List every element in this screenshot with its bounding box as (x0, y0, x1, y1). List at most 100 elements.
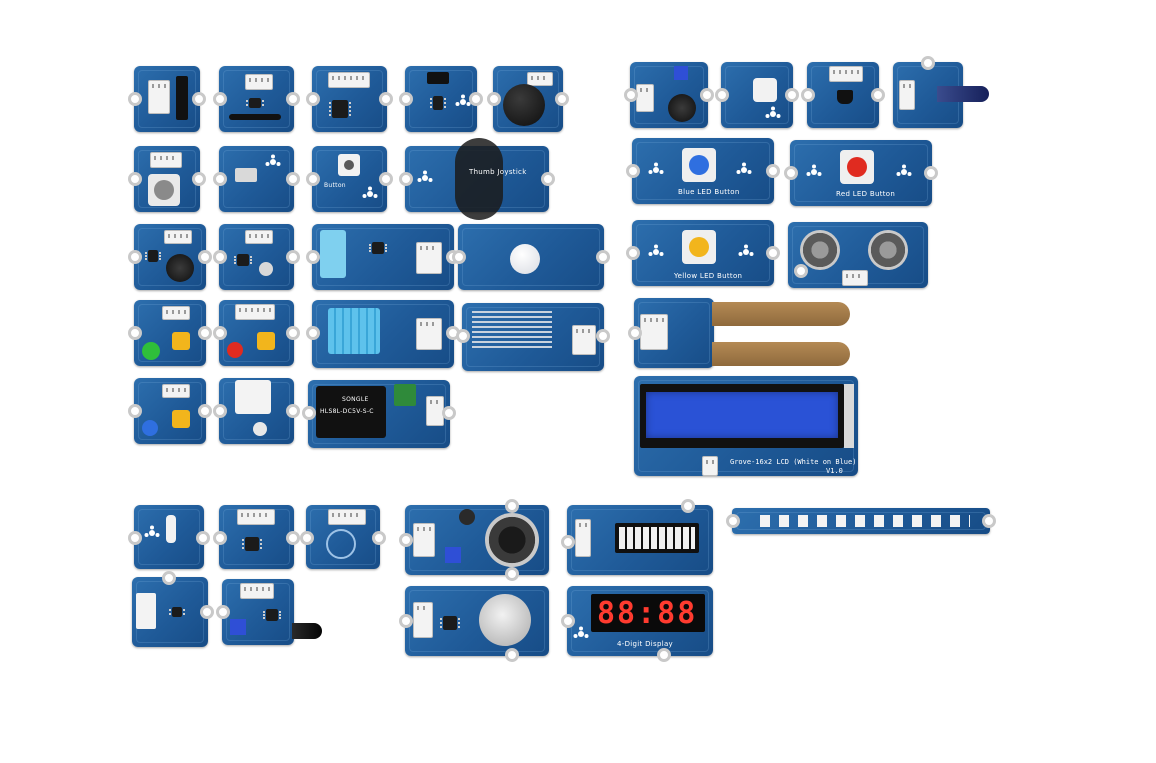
mount-hole (700, 88, 714, 102)
grove-module-tilt-switch (128, 66, 206, 132)
grove-module-ic-sensor (213, 505, 300, 569)
grove-connector (328, 509, 366, 525)
grove-module-pir-motion (452, 224, 610, 290)
grove-connector (235, 304, 275, 320)
moisture-probe (712, 302, 850, 326)
joystick-base (455, 138, 503, 220)
ir-receiver (837, 90, 853, 104)
grove-module-blue-led-button: Blue LED Button (626, 138, 780, 204)
mount-hole (399, 172, 413, 186)
grove-connector (162, 384, 190, 398)
mount-hole (487, 92, 501, 106)
grove-logo-icon (455, 94, 471, 106)
grove-module-switch (213, 146, 300, 212)
blue-led-button-cap (689, 155, 709, 175)
lcd-version: V1.0 (826, 467, 843, 475)
grove-module-ic-board (306, 66, 393, 132)
grove-module-4-digit-display: 88:88 4-Digit Display (561, 586, 713, 662)
grove-connector (842, 270, 868, 286)
grove-connector (829, 66, 863, 82)
mount-hole (766, 246, 780, 260)
grove-connector (575, 519, 591, 557)
ultrasonic-transducer (868, 230, 908, 270)
potentiometer (172, 410, 190, 428)
mount-hole (399, 533, 413, 547)
mount-hole (801, 88, 815, 102)
mount-hole (399, 614, 413, 628)
flame-sensor-lens (292, 623, 322, 639)
mount-hole (555, 92, 569, 106)
mount-hole (681, 499, 695, 513)
mount-hole (286, 92, 300, 106)
mount-hole (561, 535, 575, 549)
lcd-label: Grove-16x2 LCD (White on Blue) (730, 458, 857, 466)
mount-hole (452, 250, 466, 264)
touch-pad (326, 529, 356, 559)
grove-connector (899, 80, 915, 110)
grove-module-vibration-motor (128, 505, 210, 569)
grove-connector (150, 152, 182, 168)
moisture-probe (712, 342, 850, 366)
mount-hole (657, 648, 671, 662)
pir-lens (510, 244, 540, 274)
capacitor (459, 509, 475, 525)
mount-hole (982, 514, 996, 528)
grove-connector (240, 583, 274, 599)
grove-module-temperature-humidity (306, 224, 460, 290)
grove-logo-icon (896, 164, 912, 176)
potentiometer-blue (230, 619, 246, 635)
water-trace-pads (472, 311, 552, 351)
screw-terminal (394, 384, 416, 406)
mount-hole (213, 404, 227, 418)
mount-hole (200, 605, 214, 619)
mount-hole (784, 166, 798, 180)
grove-logo-icon (648, 162, 664, 174)
mount-hole (192, 172, 206, 186)
mount-hole (198, 326, 212, 340)
potentiometer (172, 332, 190, 350)
grove-connector (702, 456, 718, 476)
blue-led-button-label: Blue LED Button (678, 188, 740, 196)
grove-logo-icon (806, 164, 822, 176)
grove-module-yellow-led-button: Yellow LED Button (626, 220, 780, 286)
digit-display-value: 88:88 (597, 596, 698, 631)
mount-hole (596, 329, 610, 343)
grove-logo-icon (736, 162, 752, 174)
mount-hole (286, 326, 300, 340)
grove-module-moisture-sensor (628, 298, 714, 368)
grove-module-mini-pir (715, 62, 799, 128)
ultrasonic-transducer (800, 230, 840, 270)
grove-module-rotary-angle (128, 146, 206, 212)
ir-sensor (427, 72, 449, 84)
ic-chip (430, 96, 446, 110)
red-led-button-label: Red LED Button (836, 190, 896, 198)
grove-logo-icon (362, 186, 378, 198)
ic-chip (329, 100, 351, 118)
slide-switch (235, 168, 257, 182)
grove-connector (237, 509, 275, 525)
grove-module-led-bar (561, 499, 713, 575)
grove-module-sound-detector (624, 62, 714, 128)
mount-hole (505, 567, 519, 581)
mount-hole (596, 250, 610, 264)
grove-connector (245, 74, 273, 90)
mount-hole (726, 514, 740, 528)
mount-hole (213, 531, 227, 545)
ic-chip (263, 609, 281, 621)
buzzer (503, 84, 545, 126)
led-bar-glow (619, 527, 695, 549)
grove-module-thumb-joystick: Thumb Joystick (399, 138, 555, 220)
mount-hole (785, 88, 799, 102)
mount-hole (561, 614, 575, 628)
button-label: Button (324, 182, 346, 189)
relay-body (316, 386, 386, 438)
grove-module-sound-sensor (128, 224, 212, 290)
grove-logo-icon (417, 170, 433, 182)
photoresistor (259, 262, 273, 276)
mount-hole (286, 172, 300, 186)
mount-hole (628, 326, 642, 340)
mount-hole (306, 250, 320, 264)
grove-connector (164, 230, 192, 244)
dht-sensor-grid (328, 308, 380, 354)
ic-chip (169, 607, 185, 617)
